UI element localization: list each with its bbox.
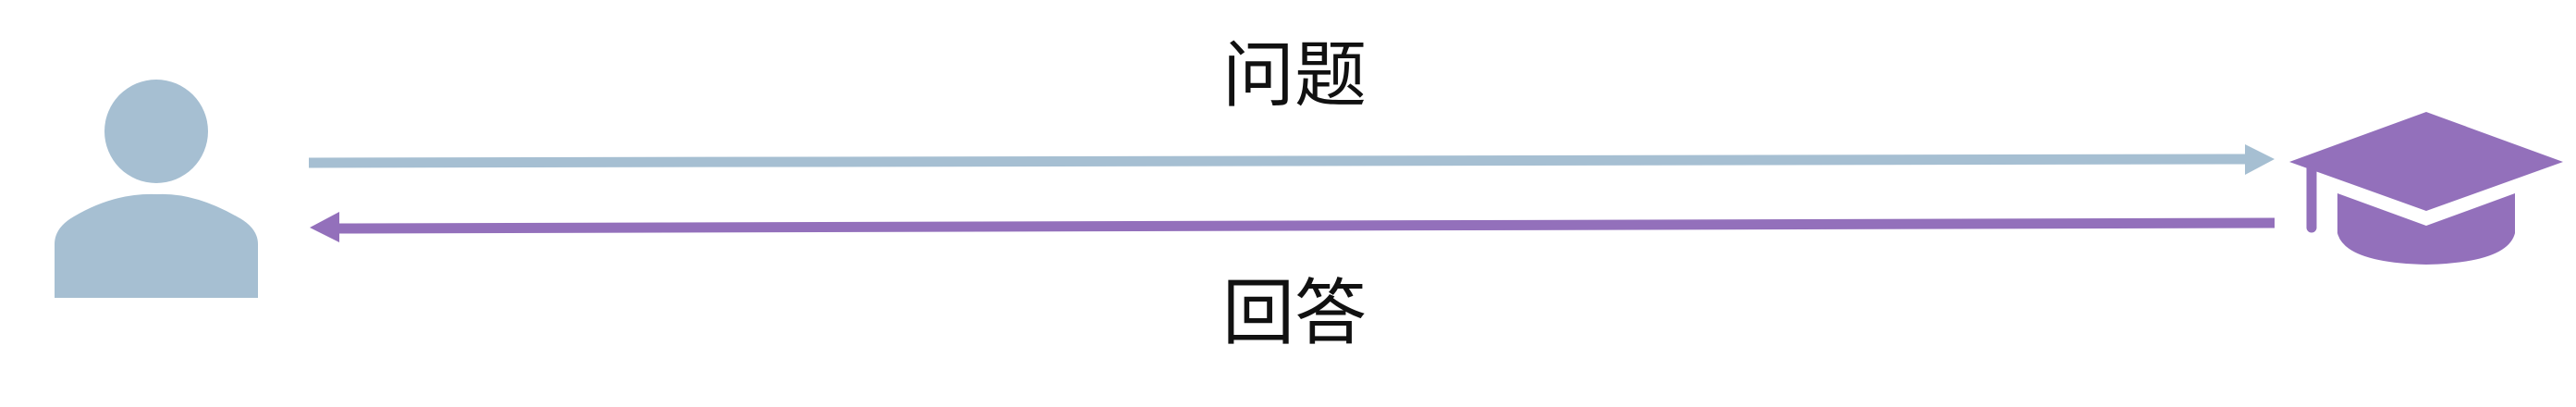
graduation-cap-icon [2289, 112, 2563, 265]
question-arrow-head [2245, 144, 2275, 175]
user-body [55, 193, 258, 298]
user-head [104, 80, 208, 183]
cap-board [2289, 112, 2563, 211]
question-label: 问题 [1222, 34, 1367, 117]
question-arrow-line [308, 154, 2248, 168]
question-arrow [308, 144, 2275, 175]
answer-label: 回答 [1222, 272, 1367, 355]
answer-arrow-head [310, 212, 339, 242]
answer-arrow-line [336, 217, 2275, 234]
user-icon [55, 80, 258, 298]
cap-base [2337, 193, 2515, 265]
answer-arrow [310, 212, 2275, 242]
